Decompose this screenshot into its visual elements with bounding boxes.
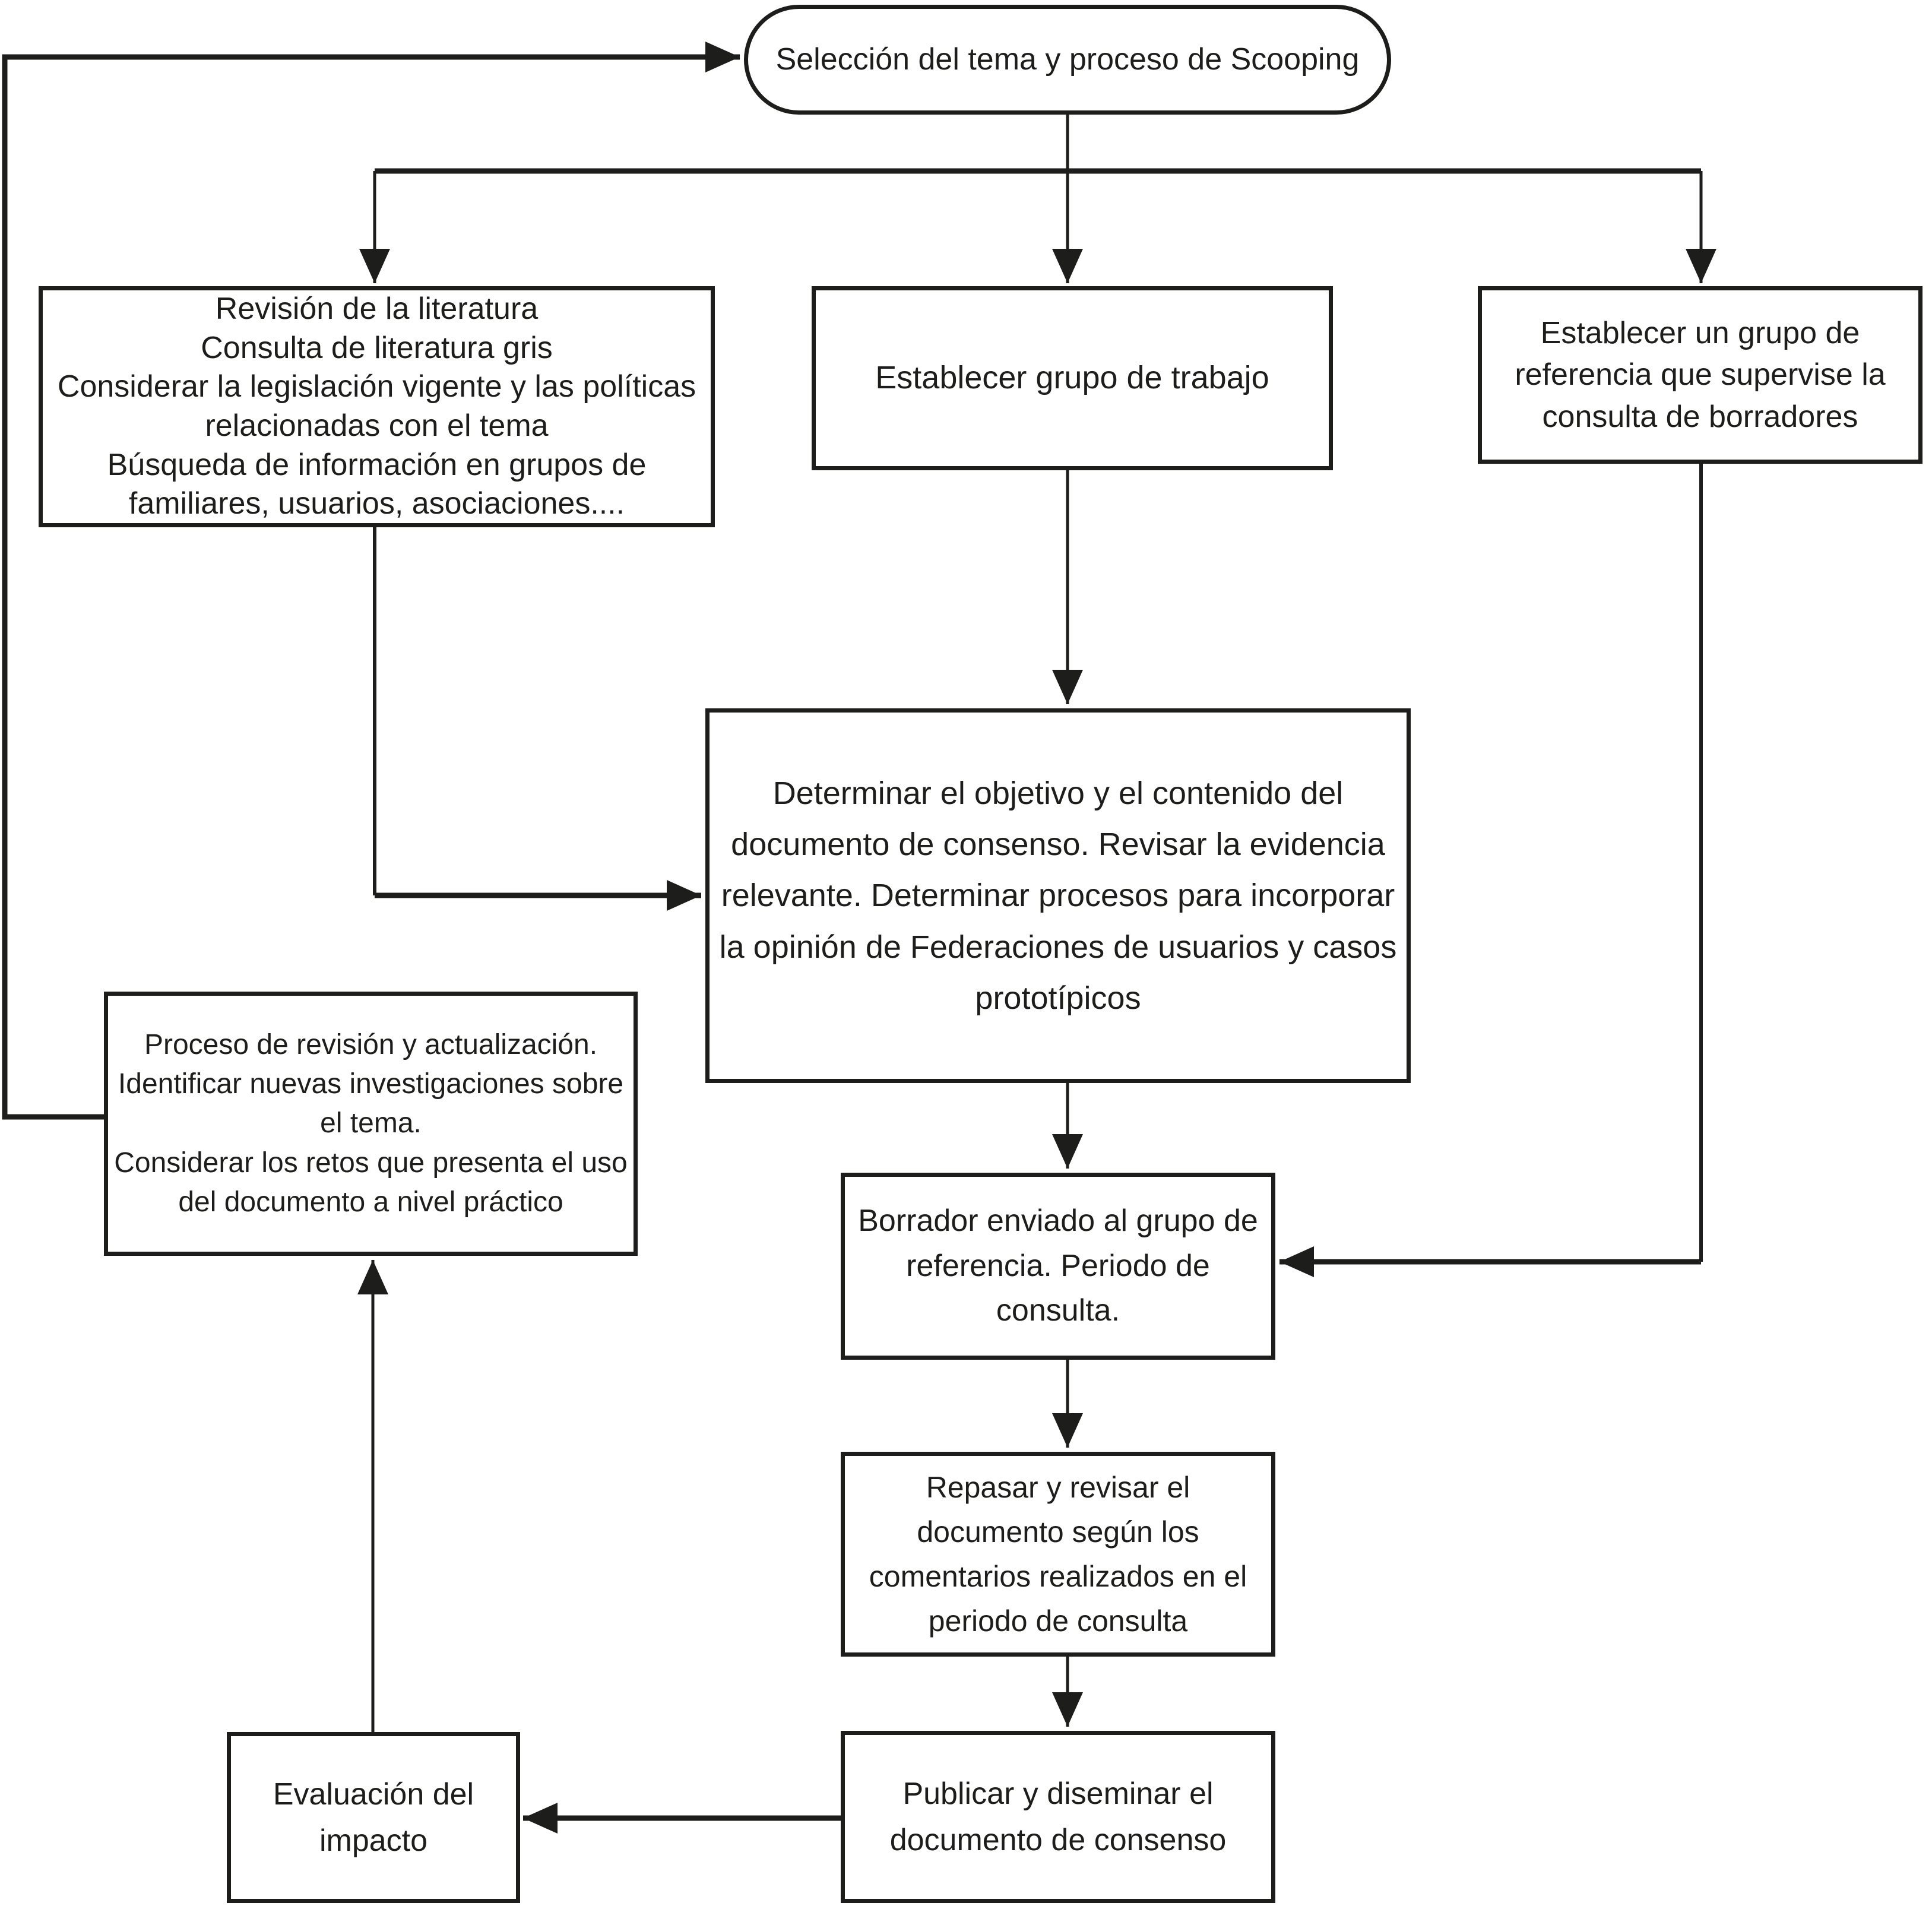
node-proceso-revision-actualizacion: Proceso de revisión y actualización. Ide… — [104, 992, 638, 1256]
node-establecer-grupo-trabajo: Establecer grupo de trabajo — [812, 286, 1333, 470]
node-publicar-diseminar-documento: Publicar y diseminar el documento de con… — [841, 1731, 1275, 1903]
edge-proceso-seleccion-feedback — [2, 42, 740, 1120]
node-borrador-enviado-grupo-referencia: Borrador enviado al grupo de referencia.… — [841, 1173, 1275, 1360]
node-establecer-grupo-referencia: Establecer un grupo de referencia que su… — [1478, 286, 1923, 464]
node-revision-literatura: Revisión de la literatura Consulta de li… — [39, 286, 715, 527]
node-evaluacion-impacto: Evaluación del impacto — [227, 1732, 520, 1903]
node-determinar-objetivo-contenido: Determinar el objetivo y el contenido de… — [705, 708, 1411, 1083]
node-seleccion-tema-scooping: Selección del tema y proceso de Scooping — [744, 5, 1391, 115]
node-repasar-revisar-documento: Repasar y revisar el documento según los… — [841, 1452, 1275, 1657]
